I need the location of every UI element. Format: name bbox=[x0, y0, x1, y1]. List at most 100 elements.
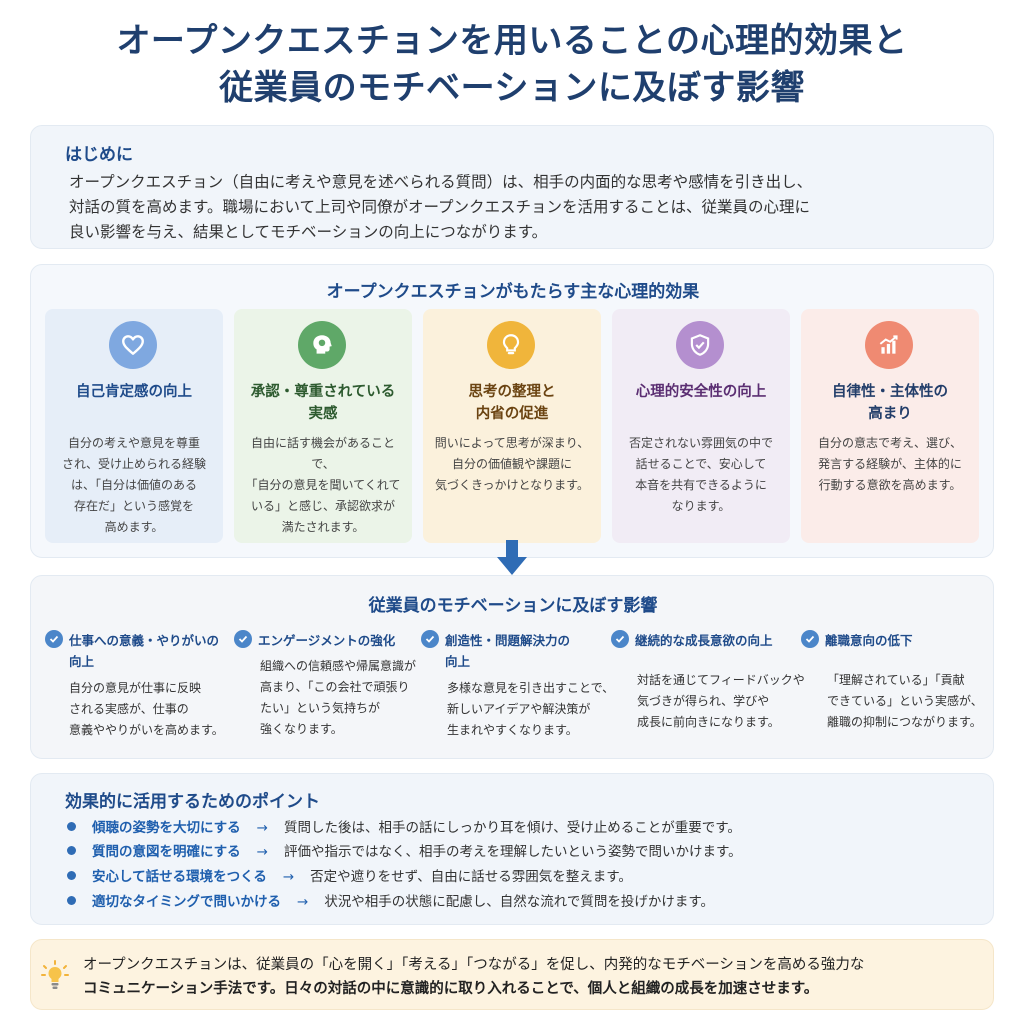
point-value: 否定や遮りをせず、自由に話せる雰囲気を整えます。 bbox=[310, 869, 632, 885]
impact-desc-line: 強くなります。 bbox=[260, 722, 343, 736]
point-key: 質問の意図を明確にする bbox=[92, 844, 241, 860]
impact-title-line: 仕事への意義・やりがいの bbox=[69, 633, 220, 648]
arrow-right-icon: → bbox=[256, 820, 268, 836]
effect-desc-line: 「自分の意見を聞いてくれて bbox=[245, 478, 401, 492]
effect-desc-line: され、受け止められる経験 bbox=[61, 457, 207, 471]
effect-desc-line: 行動する意欲を高めます。 bbox=[818, 478, 962, 492]
impact-desc-line: たい」という気持ちが bbox=[260, 701, 381, 715]
arrow-right-icon: → bbox=[282, 869, 295, 885]
effect-description: 問いによって思考が深まり、 自分の価値観や課題に 気づくきっかけとなります。 bbox=[431, 433, 593, 496]
impact-title-line: 創造性・問題解決力の bbox=[445, 633, 571, 648]
impact-title: 仕事への意義・やりがいの 向上 bbox=[69, 630, 234, 672]
effect-desc-line: なります。 bbox=[671, 499, 731, 513]
impact-title: 離職意向の低下 bbox=[825, 630, 990, 651]
impact-title-line: エンゲージメントの強化 bbox=[258, 633, 396, 648]
effect-title: 承認・尊重されている 実感 bbox=[240, 381, 406, 425]
effect-title: 思考の整理と 内省の促進 bbox=[429, 381, 595, 425]
effect-title-line: 内省の促進 bbox=[475, 406, 549, 422]
effect-card: 心理的安全性の向上 否定されない雰囲気の中で 話せることで、安心して 本音を共有… bbox=[612, 309, 790, 543]
impact-heading: 従業員のモチベーションに及ぼす影響 bbox=[368, 596, 658, 616]
impact-description: 多様な意見を引き出すことで、 新しいアイデアや解決策が 生まれやすくなります。 bbox=[447, 678, 617, 741]
summary-text: オープンクエスチョンは、従業員の「心を開く」「考える」「つながる」を促し、内発的… bbox=[83, 953, 983, 1001]
intro-line: オープンクエスチョン（自由に考えや意見を述べられる質問）は、相手の内面的な思考や… bbox=[69, 173, 813, 191]
impact-title-line: 向上 bbox=[69, 654, 95, 669]
effect-card: 思考の整理と 内省の促進 問いによって思考が深まり、 自分の価値観や課題に 気づ… bbox=[423, 309, 601, 543]
effect-title-line: 思考の整理と bbox=[468, 384, 556, 400]
effect-desc-line: 存在だ」という感覚を bbox=[73, 499, 194, 513]
summary-line: オープンクエスチョンは、従業員の「心を開く」「考える」「つながる」を促し、内発的… bbox=[83, 957, 865, 973]
effect-title-line: 承認・尊重されている bbox=[250, 384, 396, 400]
effect-desc-line: 発言する経験が、主体的に bbox=[818, 457, 962, 471]
point-item: 質問の意図を明確にする→評価や指示ではなく、相手の考えを理解したいという姿勢で問… bbox=[67, 841, 742, 863]
impact-description: 自分の意見が仕事に反映 される実感が、仕事の 意義ややりがいを高めます。 bbox=[69, 678, 239, 741]
effect-desc-line: 自由に話す機会があることで、 bbox=[250, 436, 395, 471]
effect-title-line: 高まり bbox=[868, 406, 912, 422]
check-icon bbox=[801, 630, 819, 648]
impact-title: 創造性・問題解決力の 向上 bbox=[445, 630, 610, 672]
effect-desc-line: 満たされます。 bbox=[281, 520, 365, 534]
points-section: 効果的に活用するためのポイント 傾聴の姿勢を大切にする→質問した後は、相手の話に… bbox=[30, 773, 994, 925]
bullet-icon bbox=[67, 896, 76, 905]
point-item: 安心して話せる環境をつくる → 否定や遮りをせず、自由に話せる雰囲気を整えます。 bbox=[67, 866, 632, 888]
point-key: 安心して話せる環境をつくる bbox=[92, 869, 267, 885]
effect-title-line: 心理的安全性の向上 bbox=[635, 384, 767, 400]
effect-desc-line: 問いによって思考が深まり、 bbox=[434, 436, 590, 450]
impact-desc-line: 気づきが得られ、学びや bbox=[637, 694, 770, 708]
impact-desc-line: 離職の抑制につながります。 bbox=[827, 715, 982, 729]
effect-desc-line: 自分の意志で考え、選び、 bbox=[817, 436, 962, 450]
intro-section: はじめに オープンクエスチョン（自由に考えや意見を述べられる質問）は、相手の内面… bbox=[30, 125, 994, 249]
check-icon bbox=[611, 630, 629, 648]
intro-line: 対話の質を高めます。職場において上司や同僚がオープンクエスチョンを活用することは… bbox=[69, 198, 811, 216]
page-title: オープンクエスチョンを用いることの心理的効果と 従業員のモチベーションに及ぼす影… bbox=[0, 18, 1024, 112]
intro-text: オープンクエスチョン（自由に考えや意見を述べられる質問）は、相手の内面的な思考や… bbox=[69, 170, 949, 245]
effects-section: オープンクエスチョンがもたらす主な心理的効果 自己肯定感の向上 自分の考えや意見… bbox=[30, 264, 994, 558]
effect-title: 自己肯定感の向上 bbox=[51, 381, 217, 403]
impact-description: 対話を通じてフィードバックや 気づきが得られ、学びや 成長に前向きになります。 bbox=[637, 670, 807, 733]
point-value: 質問した後は、相手の話にしっかり耳を傾け、受け止めることが重要です。 bbox=[283, 820, 741, 836]
effect-card: 承認・尊重されている 実感 自由に話す機会があることで、 「自分の意見を聞いてく… bbox=[234, 309, 412, 543]
impact-desc-line: される実感が、仕事の bbox=[69, 702, 189, 716]
bullet-icon bbox=[67, 822, 76, 831]
check-icon bbox=[421, 630, 439, 648]
arrow-right-icon: → bbox=[297, 894, 309, 910]
effect-description: 否定されない雰囲気の中で 話せることで、安心して 本音を共有できるように なりま… bbox=[620, 433, 782, 517]
summary-line: コミュニケーション手法です。日々の対話の中に意識的に取り入れることで、個人と組織… bbox=[83, 981, 819, 997]
effect-desc-line: 自分の考えや意見を尊重 bbox=[67, 436, 200, 450]
impact-desc-line: 組織への信頼感や帰属意識が bbox=[260, 659, 417, 673]
point-value: 状況や相手の状態に配慮し、自然な流れで質問を投げかけます。 bbox=[324, 894, 715, 910]
impact-title-line: 継続的な成長意欲の向上 bbox=[635, 633, 773, 648]
effect-card: 自律性・主体性の 高まり 自分の意志で考え、選び、 発言する経験が、主体的に 行… bbox=[801, 309, 979, 543]
point-item: 適切なタイミングで問いかける → 状況や相手の状態に配慮し、自然な流れで質問を投げか… bbox=[67, 891, 714, 913]
impact-desc-line: 生まれやすくなります。 bbox=[447, 723, 578, 737]
effect-title-line: 実感 bbox=[308, 406, 338, 422]
impact-desc-line: 自分の意見が仕事に反映 bbox=[69, 681, 202, 695]
impact-desc-line: 多様な意見を引き出すことで、 bbox=[447, 681, 615, 695]
effect-title-line: 自己肯定感の向上 bbox=[76, 384, 192, 400]
summary-section: オープンクエスチョンは、従業員の「心を開く」「考える」「つながる」を促し、内発的… bbox=[30, 939, 994, 1010]
effect-desc-line: 本音を共有できるように bbox=[635, 478, 767, 492]
effects-heading: オープンクエスチョンがもたらす主な心理的効果 bbox=[326, 282, 700, 302]
intro-line: 良い影響を与え、結果としてモチベーションの向上につながります。 bbox=[69, 223, 548, 241]
impact-desc-line: 「理解されている」「貢献 bbox=[827, 673, 965, 687]
point-key: 適切なタイミングで問いかける bbox=[92, 894, 281, 910]
effect-title: 心理的安全性の向上 bbox=[618, 381, 784, 403]
lightbulb-icon bbox=[41, 960, 69, 989]
impact-description: 「理解されている」「貢献 できている」という実感が、 離職の抑制につながります。 bbox=[827, 670, 997, 733]
head-icon bbox=[298, 321, 346, 369]
impact-section: 従業員のモチベーションに及ぼす影響 仕事への意義・やりがいの 向上 自分の意見が… bbox=[30, 575, 994, 759]
effect-desc-line: 高めます。 bbox=[104, 520, 164, 534]
point-key: 傾聴の姿勢を大切にする bbox=[92, 820, 241, 836]
heart-icon bbox=[109, 321, 157, 369]
effect-title-line: 自律性・主体性の bbox=[832, 384, 948, 400]
impact-desc-line: 意義ややりがいを高めます。 bbox=[69, 723, 224, 737]
effect-title: 自律性・主体性の 高まり bbox=[807, 381, 973, 425]
impact-description: 組織への信頼感や帰属意識が 高まり、「この会社で頑張り たい」という気持ちが 強… bbox=[260, 656, 430, 740]
effect-desc-line: いる」と感じ、承認欲求が bbox=[250, 499, 395, 513]
effect-desc-line: 話せることで、安心して bbox=[635, 457, 767, 471]
check-icon bbox=[45, 630, 63, 648]
impact-title-line: 離職意向の低下 bbox=[825, 633, 913, 648]
down-arrow-icon bbox=[497, 540, 527, 575]
shield-icon bbox=[676, 321, 724, 369]
effect-desc-line: 気づくきっかけとなります。 bbox=[435, 478, 589, 492]
intro-heading: はじめに bbox=[65, 145, 133, 165]
